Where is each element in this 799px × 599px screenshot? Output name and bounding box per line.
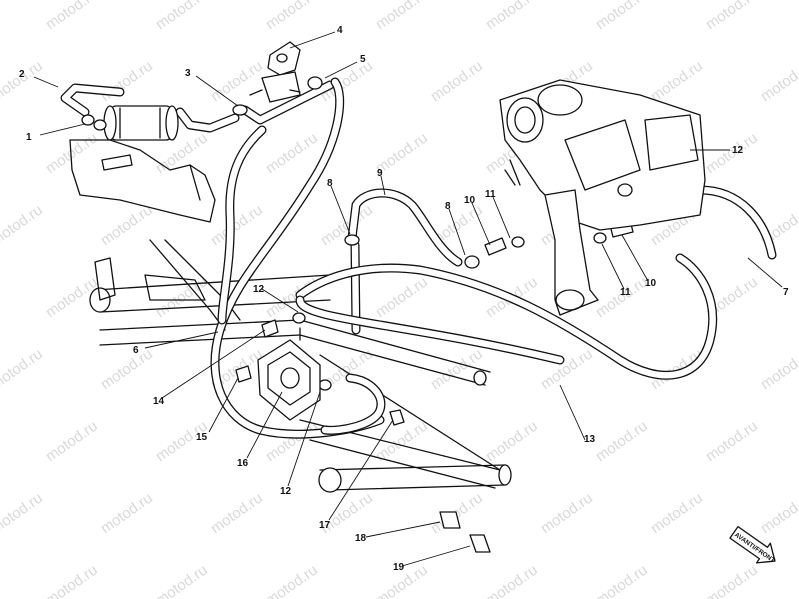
callout-8-upper: 8 [327,178,333,189]
watermark-text: motod.ru [98,345,156,393]
callout-6: 6 [133,345,139,356]
callout-11-left: 11 [485,189,496,200]
watermark-text: motod.ru [0,57,46,105]
fuel-filter [101,105,179,171]
callout-18: 18 [355,533,367,544]
callout-13: 13 [584,434,596,445]
callout-3: 3 [185,68,191,79]
fuel-pump [257,327,321,421]
callout-12-bottom: 12 [280,486,292,497]
watermark-text: motod.ru [98,489,156,537]
callout-8-lower: 8 [445,201,451,212]
watermark-text: motod.ru [208,57,266,105]
callout-14: 14 [153,396,165,407]
watermark-text: motod.ru [208,489,266,537]
watermark-text: motod.ru [43,561,101,599]
watermark-text: motod.ru [593,561,651,599]
callout-15: 15 [196,432,208,443]
callout-numbers: 2 1 3 4 5 6 7 8 9 8 10 11 10 11 12 12 12… [19,25,789,573]
callout-1: 1 [26,132,32,143]
watermark-text: motod.ru [0,201,46,249]
callout-19: 19 [393,562,405,573]
watermark-text: motod.ru [263,561,321,599]
watermark-text: motod.ru [373,273,431,321]
carburetor [499,79,706,316]
watermark-text: motod.ru [428,345,486,393]
watermark-text: motod.ru [703,561,761,599]
watermark-text: motod.ru [758,57,799,105]
watermark-text: motod.ru [318,57,376,105]
watermark-text: motod.ru [0,345,46,393]
watermark-text: motod.ru [153,561,211,599]
callout-2: 2 [19,69,25,80]
watermark-text: motod.ru [703,417,761,465]
callout-5: 5 [360,54,366,65]
callout-17: 17 [319,520,331,531]
watermark-text: motod.ru [98,201,156,249]
watermark-text: motod.ru [593,0,651,33]
fuel-tank-outline [69,139,216,223]
watermark-text: motod.ru [0,489,46,537]
callout-12-right: 12 [732,145,744,156]
callout-10-left: 10 [464,195,476,206]
watermark-text: motod.ru [703,0,761,33]
watermark-text: motod.ru [263,0,321,33]
watermark-text: motod.ru [98,57,156,105]
watermark-text: motod.ru [373,0,431,33]
fuel-valve [249,41,301,103]
callout-16: 16 [237,458,249,469]
fuel-hoses [60,77,777,439]
watermark-text: motod.ru [593,417,651,465]
callout-11-right: 11 [620,287,631,298]
watermark-text: motod.ru [208,201,266,249]
watermark-text: motod.ru [483,417,541,465]
callout-4: 4 [337,25,343,36]
watermark-text: motod.ru [43,417,101,465]
watermark-text: motod.ru [538,489,596,537]
watermark-text: motod.ru [483,561,541,599]
watermark-text: motod.ru [263,417,321,465]
leader-lines [33,31,783,567]
watermark-text: motod.ru [758,489,799,537]
callout-10-right: 10 [645,278,657,289]
watermark-text: motod.ru [648,489,706,537]
callout-9: 9 [377,168,383,179]
watermark-text: motod.ru [43,0,101,33]
watermark-text: motod.ru [483,0,541,33]
callout-7: 7 [783,287,789,298]
watermark-text: motod.ru [648,57,706,105]
bolts [235,319,491,553]
watermark-text: motod.ru [758,345,799,393]
watermark-text: motod.ru [153,0,211,33]
callout-12-left: 12 [253,284,265,295]
watermark-text: motod.ru [153,273,211,321]
watermark-text: motod.ru [428,57,486,105]
watermark-text: motod.ru [263,129,321,177]
